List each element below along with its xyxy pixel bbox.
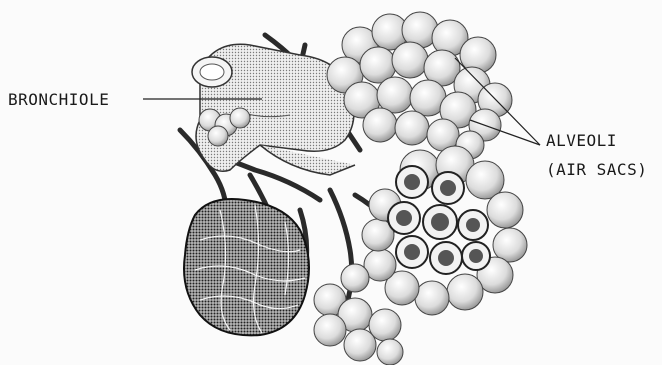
capillary-network-cluster: [184, 199, 309, 335]
air-sacs-label: (AIR SACS): [546, 160, 647, 179]
bronchiole-label: BRONCHIOLE: [8, 90, 109, 109]
upper-alveoli-cluster: [327, 12, 512, 159]
alveoli-label: ALVEOLI: [546, 131, 617, 150]
